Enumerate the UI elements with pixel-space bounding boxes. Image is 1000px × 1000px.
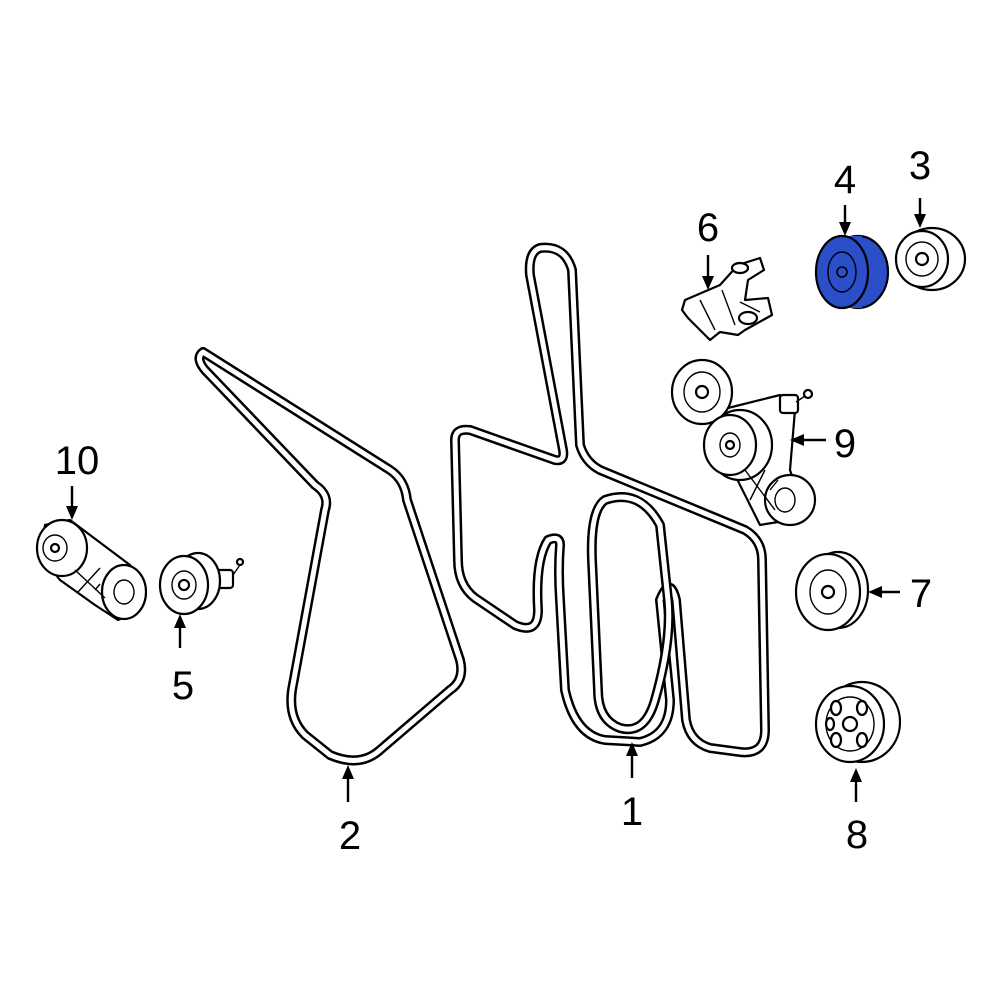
callout-3[interactable]: 3 bbox=[908, 144, 932, 188]
pulley-8[interactable] bbox=[814, 680, 902, 764]
pulley-7[interactable] bbox=[794, 550, 870, 632]
belt-2[interactable] bbox=[194, 347, 467, 766]
callout-8[interactable]: 8 bbox=[845, 813, 869, 857]
pulley-3[interactable] bbox=[894, 226, 967, 292]
callout-10[interactable]: 10 bbox=[54, 439, 100, 483]
callout-7[interactable]: 7 bbox=[909, 572, 933, 616]
bracket-6[interactable] bbox=[680, 256, 774, 342]
tensioner-10[interactable] bbox=[35, 518, 148, 622]
belt-1[interactable] bbox=[450, 242, 770, 758]
callout-5[interactable]: 5 bbox=[171, 664, 195, 708]
callout-9[interactable]: 9 bbox=[833, 422, 857, 466]
callout-6[interactable]: 6 bbox=[696, 206, 720, 250]
tensioner-9[interactable] bbox=[670, 358, 817, 527]
callout-2[interactable]: 2 bbox=[338, 814, 362, 858]
callout-1[interactable]: 1 bbox=[620, 790, 644, 834]
leader-arrows bbox=[66, 198, 926, 802]
callout-4[interactable]: 4 bbox=[833, 158, 857, 202]
pulley-5[interactable] bbox=[158, 551, 245, 616]
pulley-4-highlighted[interactable] bbox=[814, 234, 890, 310]
